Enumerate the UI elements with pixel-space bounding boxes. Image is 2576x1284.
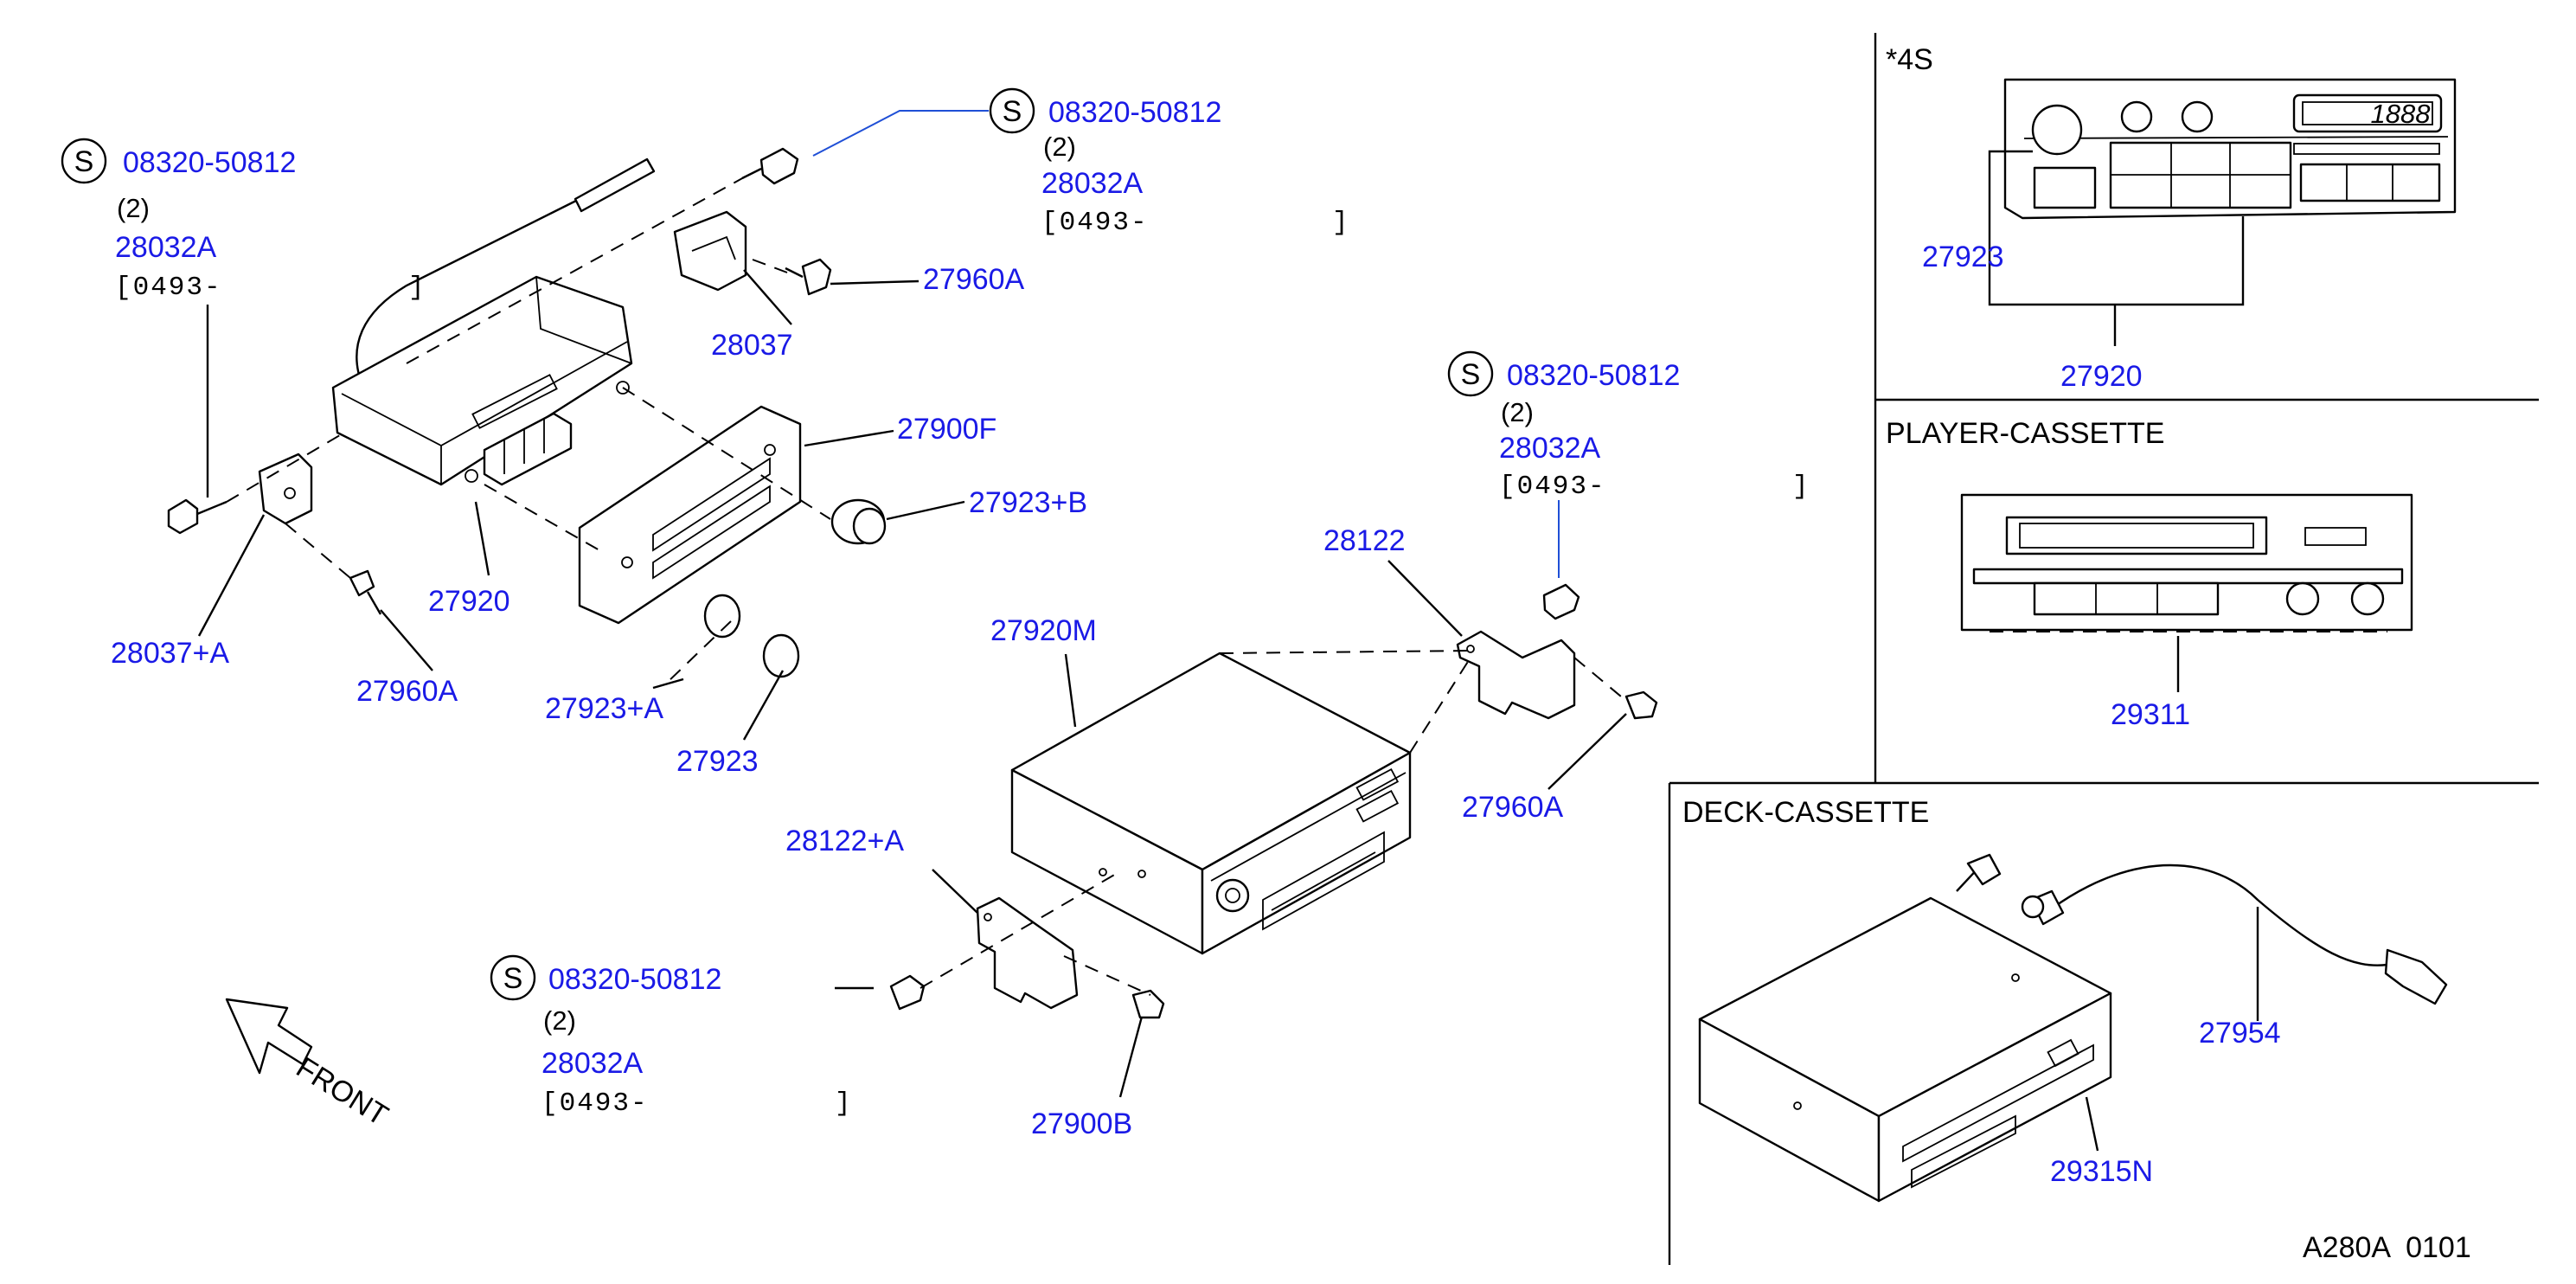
display-digits: 1888	[2371, 99, 2432, 129]
callout-ref: 28032A	[541, 1047, 644, 1080]
callout-close: ]	[835, 1088, 853, 1119]
diagram-code: A280A 0101	[2303, 1231, 2471, 1264]
callout-bottom-left: S 08320-50812 (2) 28032A [0493- ]	[490, 954, 874, 1119]
callout-ref: 28032A	[1499, 432, 1601, 465]
panel-dividers	[1668, 33, 2539, 1265]
callout-top-left: S 08320-50812 (2) 28032A [0493- ]	[61, 138, 426, 498]
callout-middle-right: S 08320-50812 (2) 28032A [0493- ]	[1447, 350, 1810, 578]
panel-player-cassette: PLAYER-CASSETTE 29311	[1886, 417, 2413, 731]
panel-4s: *4S 1888 27923 27920	[1886, 43, 2457, 393]
label-28122: 28122	[1323, 524, 1406, 557]
front-arrow: FRONT	[225, 998, 394, 1133]
label-27960a-left: 27960A	[356, 675, 458, 708]
label-29311: 29311	[2111, 698, 2190, 731]
s-symbol-icon	[490, 954, 536, 1001]
label-27954: 27954	[2199, 1017, 2281, 1050]
leader-lines	[197, 269, 1627, 1098]
label-27920-main: 27920	[428, 585, 510, 618]
label-27923a: 27923+A	[545, 692, 663, 725]
label-27900b: 27900B	[1031, 1107, 1132, 1140]
label-27923-main: 27923	[676, 745, 759, 778]
callout-symbol: S	[1461, 358, 1481, 391]
assembly-guide-lines	[226, 177, 831, 684]
callout-qty: (2)	[543, 1005, 576, 1036]
s-symbol-icon	[61, 138, 107, 184]
callout-close: ]	[1792, 472, 1810, 502]
panel-player-title: PLAYER-CASSETTE	[1886, 417, 2164, 450]
callout-qty: (2)	[1501, 397, 1534, 427]
callout-symbol: S	[74, 145, 94, 178]
label-27960a-top: 27960A	[923, 263, 1025, 296]
label-27920-4s: 27920	[2060, 360, 2143, 393]
top-bracket	[673, 147, 832, 296]
s-symbol-icon	[1447, 350, 1494, 397]
callout-part-number: 08320-50812	[1507, 359, 1680, 392]
label-28037: 28037	[711, 329, 793, 362]
side-brackets	[889, 583, 1658, 1019]
part-labels: 27960A 28037 27900F 27923+B 27920 28037+…	[111, 263, 1564, 1140]
label-27923b: 27923+B	[969, 486, 1087, 519]
s-symbol-icon	[989, 87, 1035, 134]
front-label: FRONT	[291, 1051, 394, 1133]
callout-qty: (2)	[1043, 132, 1076, 162]
panel-deck-cassette: DECK-CASSETTE 27954 29315N	[1682, 796, 2448, 1203]
cassette-unit-27920m	[1010, 652, 1412, 955]
callout-qty: (2)	[117, 193, 150, 223]
callout-date: [0493-	[1499, 472, 1606, 502]
callout-date: [0493-	[115, 273, 222, 303]
callout-ref: 28032A	[1041, 167, 1144, 200]
radio-bracket-assembly	[167, 157, 656, 615]
knobs	[703, 498, 887, 678]
callout-top-center: S 08320-50812 (2) 28032A [0493- ]	[812, 87, 1350, 238]
label-27960a-right: 27960A	[1462, 791, 1564, 824]
callout-ref: 28032A	[115, 231, 217, 264]
label-27920m: 27920M	[990, 614, 1097, 647]
label-27900f: 27900F	[897, 413, 996, 446]
label-28122a: 28122+A	[785, 825, 904, 857]
callout-date: [0493-	[1041, 208, 1149, 238]
callout-part-number: 08320-50812	[1048, 96, 1221, 129]
label-28037a: 28037+A	[111, 637, 229, 670]
label-27923-4s: 27923	[1922, 241, 2004, 273]
callout-close: ]	[1332, 208, 1350, 238]
callout-symbol: S	[503, 962, 523, 995]
face-plate	[578, 405, 802, 625]
callout-symbol: S	[1003, 95, 1022, 128]
panel-deck-title: DECK-CASSETTE	[1682, 796, 1929, 829]
callout-part-number: 08320-50812	[123, 146, 296, 179]
callout-part-number: 08320-50812	[548, 963, 721, 996]
panel-4s-title: *4S	[1886, 43, 1933, 76]
assembly-guide-lines-centre	[920, 650, 1627, 996]
callout-close: ]	[408, 273, 426, 303]
label-29315n: 29315N	[2050, 1155, 2153, 1188]
callout-date: [0493-	[541, 1088, 649, 1119]
